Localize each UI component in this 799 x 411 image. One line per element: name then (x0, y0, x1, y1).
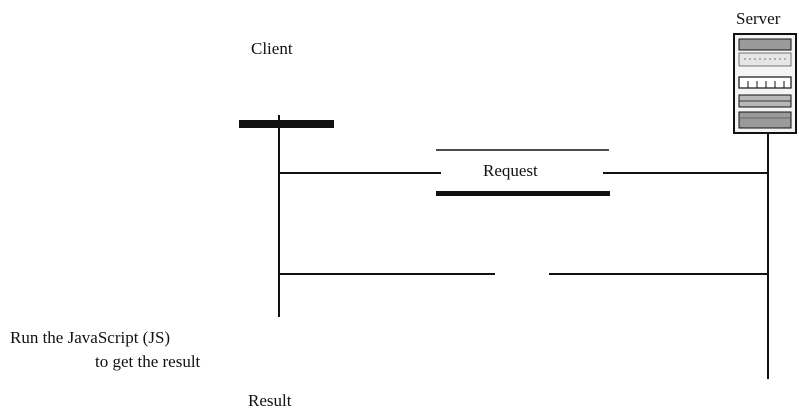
js-run-label-line1: Run the JavaScript (JS) (10, 328, 171, 347)
client-activation-bar (239, 120, 334, 128)
result-label: Result (248, 391, 292, 410)
js-run-label-line2: to get the result (95, 352, 201, 371)
request-label: Request (483, 161, 538, 180)
client-label: Client (251, 39, 293, 58)
request-box-bottom (436, 191, 610, 196)
server-rack-icon (733, 33, 797, 134)
server-label: Server (736, 9, 781, 28)
